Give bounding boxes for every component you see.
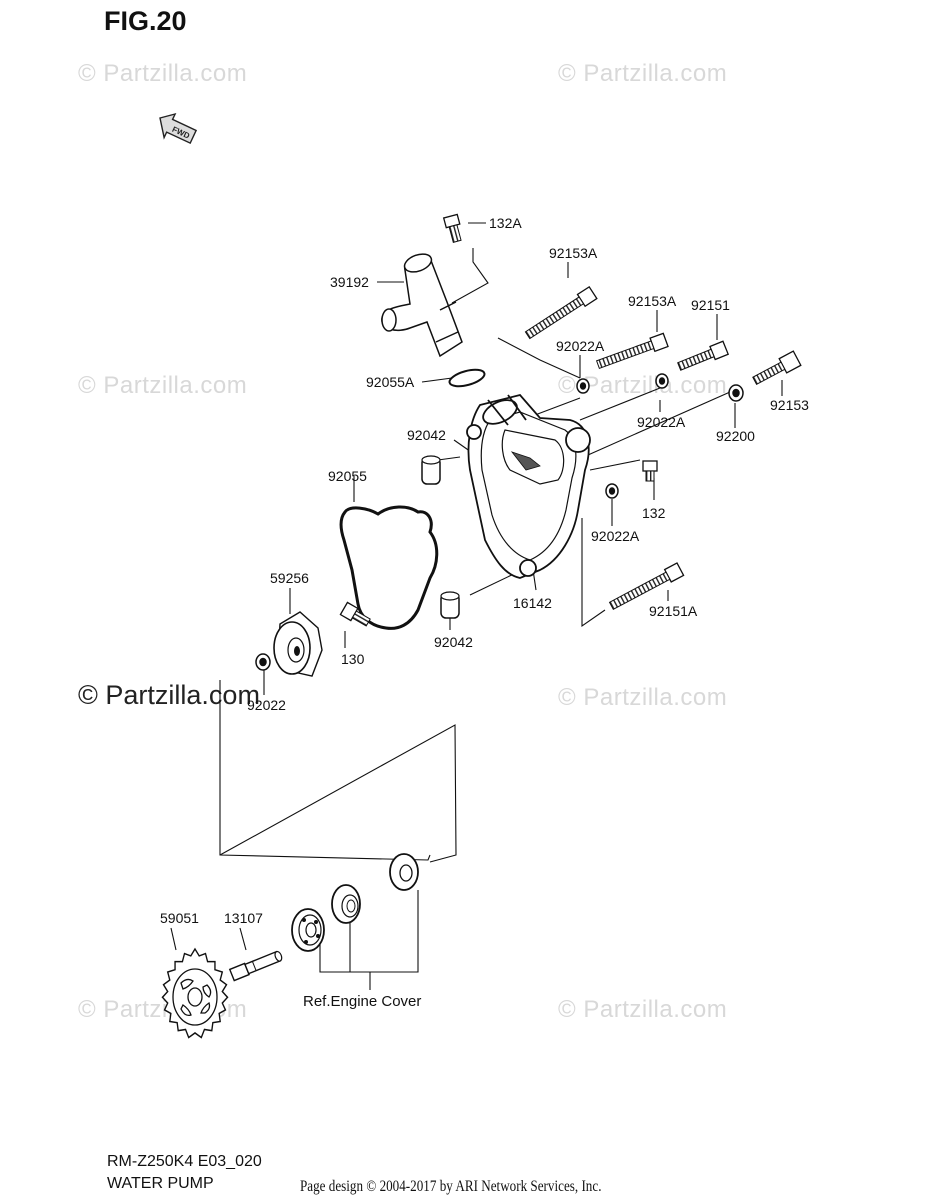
forward-arrow-icon: FWD	[159, 112, 198, 145]
washer-92022a-top	[576, 378, 590, 394]
watermark: © Partzilla.com	[78, 372, 248, 399]
bolt-92153	[752, 350, 802, 385]
label-92022a-top: 92022A	[556, 338, 605, 354]
o-ring-92055a	[448, 368, 486, 388]
model-code: RM-Z250K4 E03_020	[107, 1153, 262, 1170]
bolt-132a	[442, 213, 462, 243]
watermark-inline: © Partzilla.com	[78, 680, 260, 710]
label-92022: 92022	[247, 697, 286, 713]
label-59256: 59256	[270, 570, 309, 586]
pump-shaft-13107	[228, 950, 283, 982]
pump-gear-59051	[161, 947, 229, 1039]
watermark: © Partzilla.com	[558, 996, 728, 1023]
gasket-92055	[339, 505, 439, 630]
label-ref-engine-cover: Ref.Engine Cover	[303, 993, 421, 1010]
bolt-132	[642, 460, 658, 482]
label-92153a-top: 92153A	[549, 245, 598, 261]
bolt-92153a-top	[524, 285, 598, 340]
label-92042-top: 92042	[407, 427, 446, 443]
bolt-92151a	[608, 562, 685, 611]
label-92055: 92055	[328, 468, 367, 484]
label-92153a-mid: 92153A	[628, 293, 677, 309]
water-hose-pipe-39192	[381, 253, 463, 358]
label-16142: 16142	[513, 595, 552, 611]
label-92022a-low: 92022A	[591, 528, 640, 544]
oil-seal-inner	[331, 884, 361, 924]
bolt-130	[339, 601, 371, 627]
label-92042-low: 92042	[434, 634, 473, 650]
watermark: © Partzilla.com	[558, 684, 728, 711]
leader-lines	[170, 222, 783, 990]
watermark: © Partzilla.com	[78, 60, 248, 87]
model-info: RM-Z250K4 E03_020 WATER PUMP	[107, 1151, 262, 1195]
washer-92022a-mid	[655, 373, 669, 389]
label-130: 130	[341, 651, 365, 667]
label-132a: 132A	[489, 215, 522, 231]
bolt-92151	[677, 340, 730, 371]
section-name: WATER PUMP	[107, 1175, 214, 1192]
label-92153: 92153	[770, 397, 809, 413]
watermark: © Partzilla.com	[558, 60, 728, 87]
water-pump-cover-16142	[466, 393, 591, 579]
impeller-59256	[273, 611, 323, 677]
oil-seal-outer	[389, 853, 419, 891]
washer-92200	[728, 384, 744, 402]
label-39192: 39192	[330, 274, 369, 290]
label-92151a: 92151A	[649, 603, 698, 619]
page-design-credit: Page design © 2004-2017 by ARI Network S…	[300, 1178, 602, 1195]
washer-92022	[255, 653, 271, 671]
figure-title: FIG.20	[104, 6, 187, 36]
label-13107: 13107	[224, 910, 263, 926]
label-92022a-mid: 92022A	[637, 414, 686, 430]
label-92151: 92151	[691, 297, 730, 313]
dowel-pin-92042-top	[421, 455, 441, 485]
dowel-pin-92042-low	[440, 591, 460, 619]
label-132: 132	[642, 505, 666, 521]
label-92200: 92200	[716, 428, 755, 444]
label-59051: 59051	[160, 910, 199, 926]
label-92055a: 92055A	[366, 374, 415, 390]
ball-bearing	[291, 908, 325, 952]
bolt-92153a-mid	[595, 332, 669, 369]
washer-92022a-low	[605, 483, 619, 499]
